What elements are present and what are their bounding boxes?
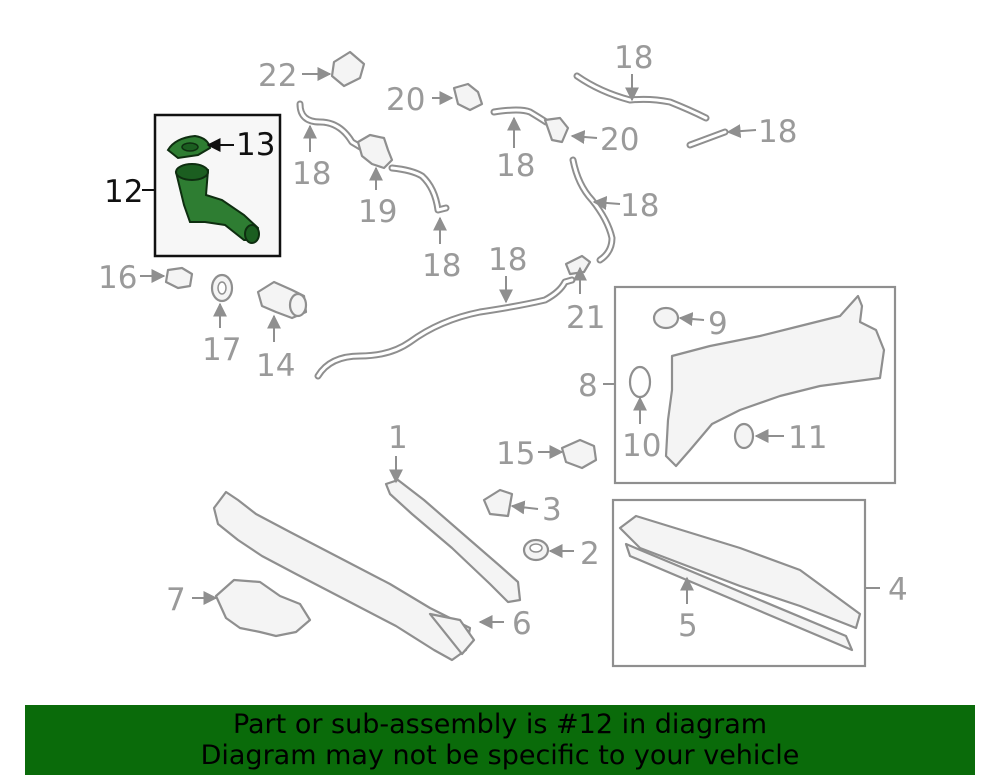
part-10-seal — [628, 365, 652, 399]
part-12-neck-opening — [175, 163, 209, 181]
callout-8: 8 — [578, 368, 598, 404]
callout-4: 4 — [888, 572, 908, 608]
callout-19: 19 — [358, 194, 397, 230]
callout-11: 11 — [788, 420, 827, 456]
hose-18-f — [569, 156, 616, 264]
part-4-wiper-blade — [618, 514, 862, 630]
callout-18-b: 18 — [422, 248, 461, 284]
callout-9: 9 — [708, 306, 728, 342]
callout-16: 16 — [98, 260, 137, 296]
callout-18-a: 18 — [292, 156, 331, 192]
leader-lines — [140, 67, 880, 629]
callout-1: 1 — [388, 420, 408, 456]
part-8-reservoir — [664, 294, 886, 468]
part-4-box — [611, 498, 867, 668]
callout-14: 14 — [256, 348, 295, 384]
fittings — [164, 50, 598, 562]
part-3-cap — [482, 488, 514, 518]
callout-18-g: 18 — [488, 242, 527, 278]
part-20-fitting-b — [543, 116, 570, 144]
part-22-bracket — [330, 50, 366, 88]
hose-18-g — [314, 276, 576, 380]
part-15-nozzle — [560, 438, 598, 470]
callout-20-b: 20 — [600, 122, 639, 158]
callout-2: 2 — [580, 536, 600, 572]
callout-13: 13 — [236, 127, 275, 163]
hose-18-d — [573, 72, 710, 122]
callout-18-f: 18 — [620, 188, 659, 224]
banner-line-2: Diagram may not be specific to your vehi… — [200, 740, 800, 771]
callout-5: 5 — [678, 608, 698, 644]
part-7-wiper-motor — [214, 578, 312, 638]
part-12-group[interactable]: 13 12 — [104, 113, 282, 258]
callout-18-e: 18 — [758, 114, 797, 150]
callout-10: 10 — [622, 428, 661, 464]
callout-6: 6 — [512, 606, 532, 642]
callout-18-d: 18 — [614, 40, 653, 76]
part-12-outlet — [244, 224, 260, 244]
part-21-fitting — [564, 254, 592, 276]
callout-7: 7 — [166, 582, 186, 618]
parts-diagram: 13 12 — [98, 40, 908, 668]
callout-15: 15 — [496, 436, 535, 472]
part-16-pump — [164, 266, 194, 290]
callout-22: 22 — [258, 58, 297, 94]
part-5-blade-insert — [624, 542, 854, 652]
hoses-18 — [296, 72, 729, 380]
info-banner: Part or sub-assembly is #12 in diagram D… — [25, 705, 975, 775]
part-9-cap — [652, 306, 680, 330]
part-20-fitting-a — [452, 82, 484, 112]
part-19-joint — [356, 133, 394, 170]
banner-line-1: Part or sub-assembly is #12 in diagram — [232, 709, 768, 740]
callout-18-c: 18 — [496, 148, 535, 184]
callout-21: 21 — [566, 300, 605, 336]
callout-17: 17 — [202, 332, 241, 368]
callout-3: 3 — [542, 492, 562, 528]
callout-12: 12 — [104, 174, 143, 210]
part-1-wiper-arm — [384, 478, 522, 604]
part-11-grommet — [733, 422, 755, 450]
part-13-cap-hole — [181, 142, 199, 152]
callout-20-a: 20 — [386, 82, 425, 118]
